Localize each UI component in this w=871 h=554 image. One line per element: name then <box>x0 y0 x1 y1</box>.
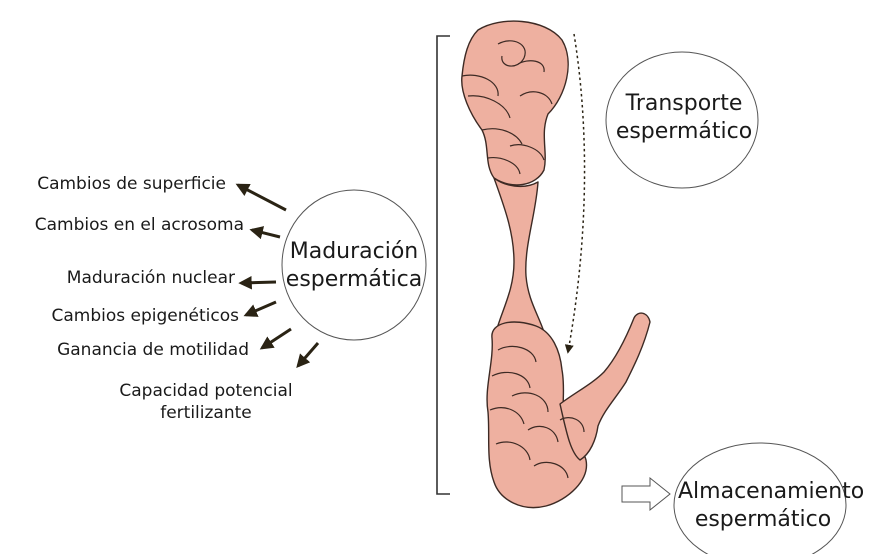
arrow-epigenetic <box>246 302 276 315</box>
label-motility-gain: Ganancia de motilidad <box>57 340 249 360</box>
label-nuclear-maturation: Maduración nuclear <box>67 268 235 288</box>
region-bracket <box>437 36 450 494</box>
transport-title: Transporte espermático <box>610 90 758 146</box>
label-epigenetic-changes: Cambios epigenéticos <box>52 306 239 326</box>
transport-title-line1: Transporte <box>610 90 758 118</box>
label-fertilizing-capacity: Capacidad potencial fertilizante <box>104 380 308 424</box>
transport-flow-arrow <box>568 34 585 352</box>
label-fertilizing-line1: Capacidad potencial <box>104 380 308 402</box>
maturation-title-line2: espermática <box>284 266 424 294</box>
arrow-motility <box>262 329 291 348</box>
storage-arrow <box>622 478 670 510</box>
storage-title-line1: Almacenamiento <box>678 478 848 506</box>
maturation-title-line1: Maduración <box>284 238 424 266</box>
label-surface-changes: Cambios de superficie <box>37 174 226 194</box>
label-fertilizing-line2: fertilizante <box>104 402 308 424</box>
arrow-nuclear <box>241 282 276 283</box>
transport-title-line2: espermático <box>610 118 758 146</box>
label-acrosome-changes: Cambios en el acrosoma <box>35 215 244 235</box>
storage-title: Almacenamiento espermático <box>678 478 848 534</box>
arrow-surface <box>238 185 286 210</box>
arrow-acrosome <box>252 230 280 237</box>
storage-title-line2: espermático <box>678 506 848 534</box>
maturation-title: Maduración espermática <box>284 238 424 294</box>
arrow-fertilizing <box>298 343 318 366</box>
